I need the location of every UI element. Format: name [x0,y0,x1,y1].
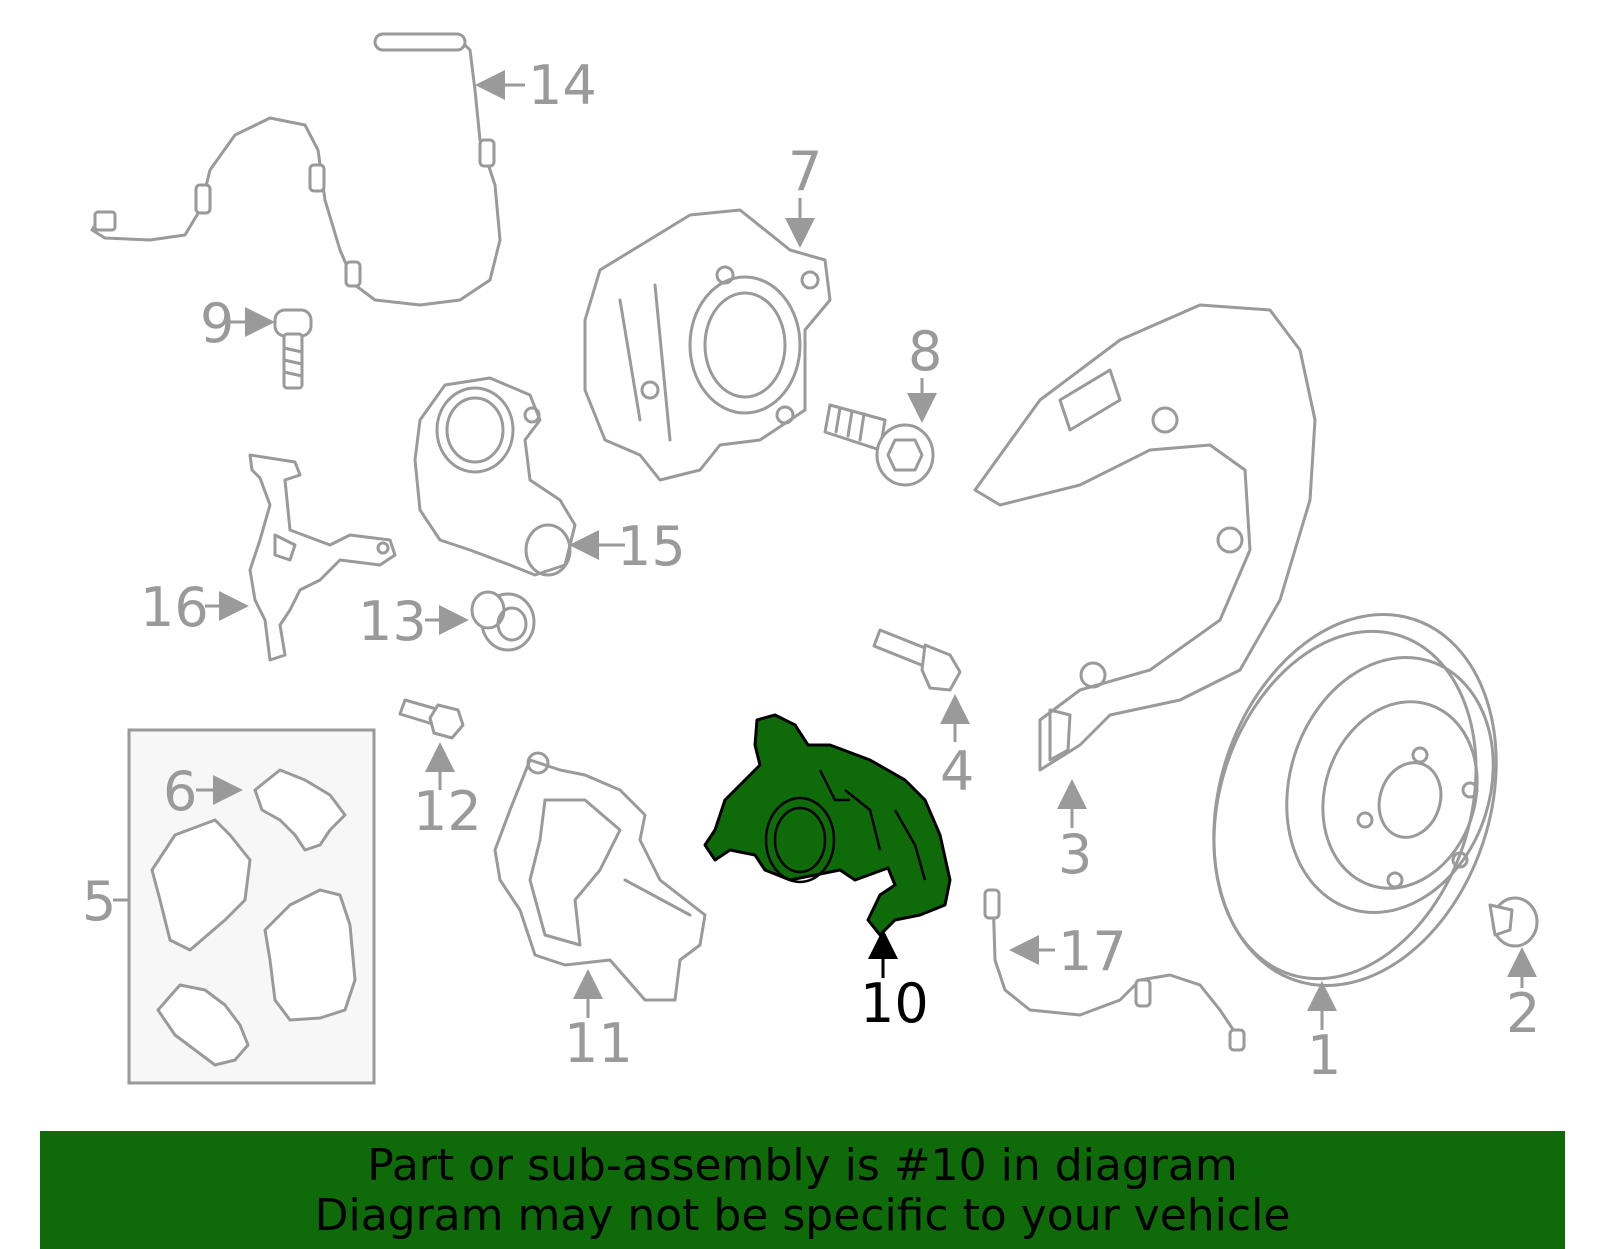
part-9-bolt[interactable] [273,308,313,390]
callout-4: 4 [940,740,974,803]
callout-6: 6 [163,760,197,823]
part-17-wear-sensor[interactable] [983,888,1246,1052]
part-4-bolt[interactable] [872,628,962,692]
callout-10: 10 [860,972,929,1035]
callout-3: 3 [1058,823,1092,886]
callout-13: 13 [358,590,427,653]
part-13-grommet[interactable] [470,590,536,652]
callout-12: 12 [413,780,482,843]
part-3-splash-shield[interactable] [973,303,1317,772]
part-info-banner: Part or sub-assembly is #10 in diagram D… [40,1131,1565,1249]
callout-15: 15 [617,515,686,578]
callout-2: 2 [1506,982,1540,1045]
callout-16: 16 [140,576,209,639]
part-10-brake-caliper[interactable] [703,713,952,937]
part-11-caliper-carrier[interactable] [493,751,707,1002]
part-8-hub-bolt[interactable] [823,403,935,487]
callout-8: 8 [908,320,942,383]
callout-17: 17 [1058,920,1127,983]
callout-11: 11 [564,1012,633,1075]
part-16-bracket[interactable] [248,453,397,662]
part-12-bolt[interactable] [398,698,465,740]
callout-7: 7 [788,140,822,203]
part-5-pad-kit-box[interactable] [127,728,376,1085]
part-1-rotor[interactable] [1168,578,1542,1023]
part-15-actuator[interactable] [413,376,577,577]
callout-14: 14 [528,54,597,117]
part-14-sensor-cable[interactable] [90,32,502,307]
callout-5: 5 [82,870,116,933]
banner-line-disclaimer: Diagram may not be specific to your vehi… [314,1190,1291,1241]
callout-1: 1 [1307,1024,1341,1087]
banner-line-part-number: Part or sub-assembly is #10 in diagram [367,1140,1238,1191]
part-7-hub-bearing[interactable] [583,208,832,482]
callout-9: 9 [200,292,234,355]
part-2-screw[interactable] [1488,896,1539,948]
